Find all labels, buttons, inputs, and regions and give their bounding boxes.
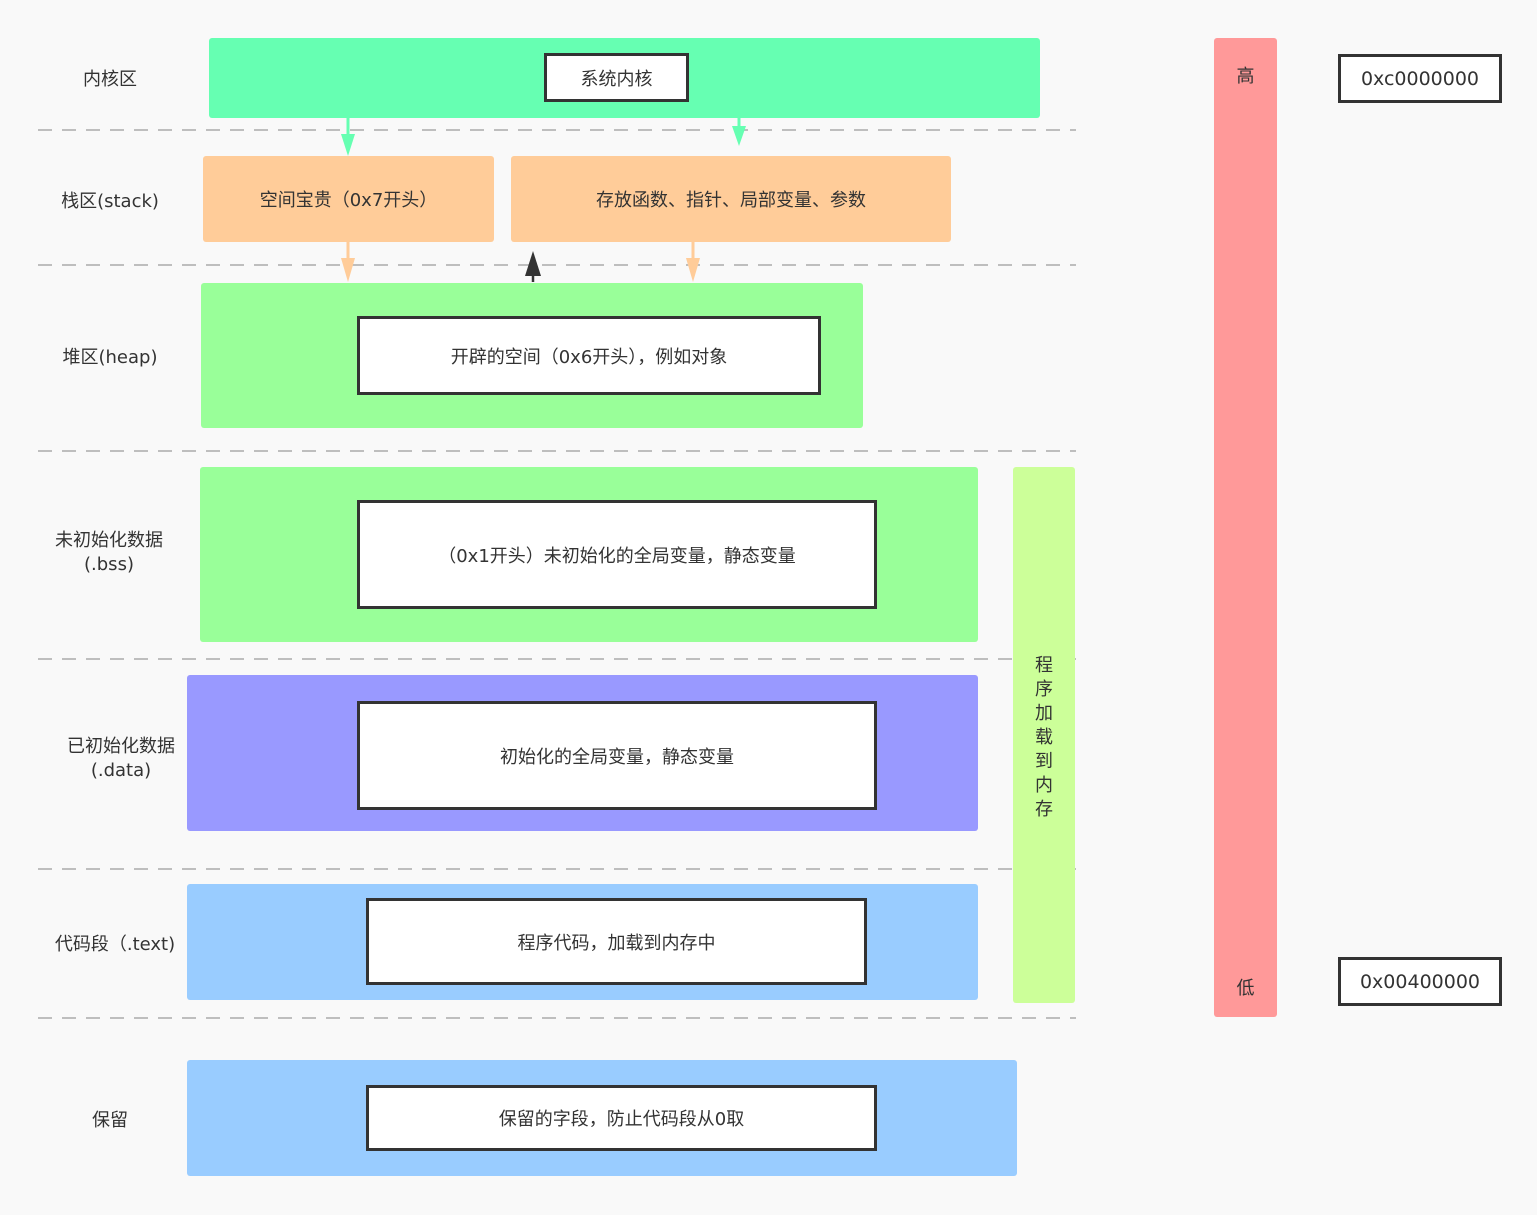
bss-content-box: （0x1开头）未初始化的全局变量，静态变量: [357, 500, 877, 609]
arrowhead-icon: [525, 251, 541, 276]
dashed-separators: [38, 129, 1076, 1019]
row-label-reserved: 保留: [92, 1110, 128, 1131]
row-label-bss: 未初始化数据 (.bss): [55, 530, 163, 575]
heap-to-stack-arrow: [525, 251, 541, 282]
address-high-label: 高: [1236, 66, 1255, 87]
arrowhead-icon: [341, 258, 355, 282]
arrowhead-icon: [341, 134, 355, 156]
data-content-box: 初始化的全局变量，静态变量: [357, 701, 877, 810]
kernel-to-stack-arrow-right: [732, 118, 746, 146]
row-label-heap: 堆区(heap): [62, 347, 158, 368]
stack-block-right: 存放函数、指针、局部变量、参数: [511, 156, 951, 242]
program-load-bar: [1013, 467, 1075, 1003]
stack-to-heap-arrow-left: [341, 242, 355, 282]
address-high-box: 0xc0000000: [1338, 54, 1502, 103]
program-load-label: 程序加载到内存: [1035, 655, 1053, 820]
kernel-content-box: 系统内核: [544, 53, 689, 102]
stack-block-left: 空间宝贵（0x7开头）: [203, 156, 494, 242]
row-label-text: 代码段（.text): [54, 934, 176, 955]
address-low-label: 低: [1236, 978, 1255, 999]
kernel-to-stack-arrow-left: [341, 118, 355, 156]
text-content-box: 程序代码，加载到内存中: [366, 898, 867, 985]
row-label-stack: 栈区(stack): [61, 191, 159, 212]
heap-content-box: 开辟的空间（0x6开头），例如对象: [357, 316, 821, 395]
stack-to-heap-arrow-right: [686, 242, 700, 282]
arrowhead-icon: [686, 258, 700, 282]
address-range-bar: [1214, 38, 1277, 1017]
address-low-box: 0x00400000: [1338, 957, 1502, 1006]
arrowhead-icon: [732, 126, 746, 146]
reserved-content-box: 保留的字段，防止代码段从0取: [366, 1085, 877, 1151]
row-label-data: 已初始化数据 (.data): [67, 736, 175, 781]
row-label-kernel: 内核区: [83, 69, 137, 90]
